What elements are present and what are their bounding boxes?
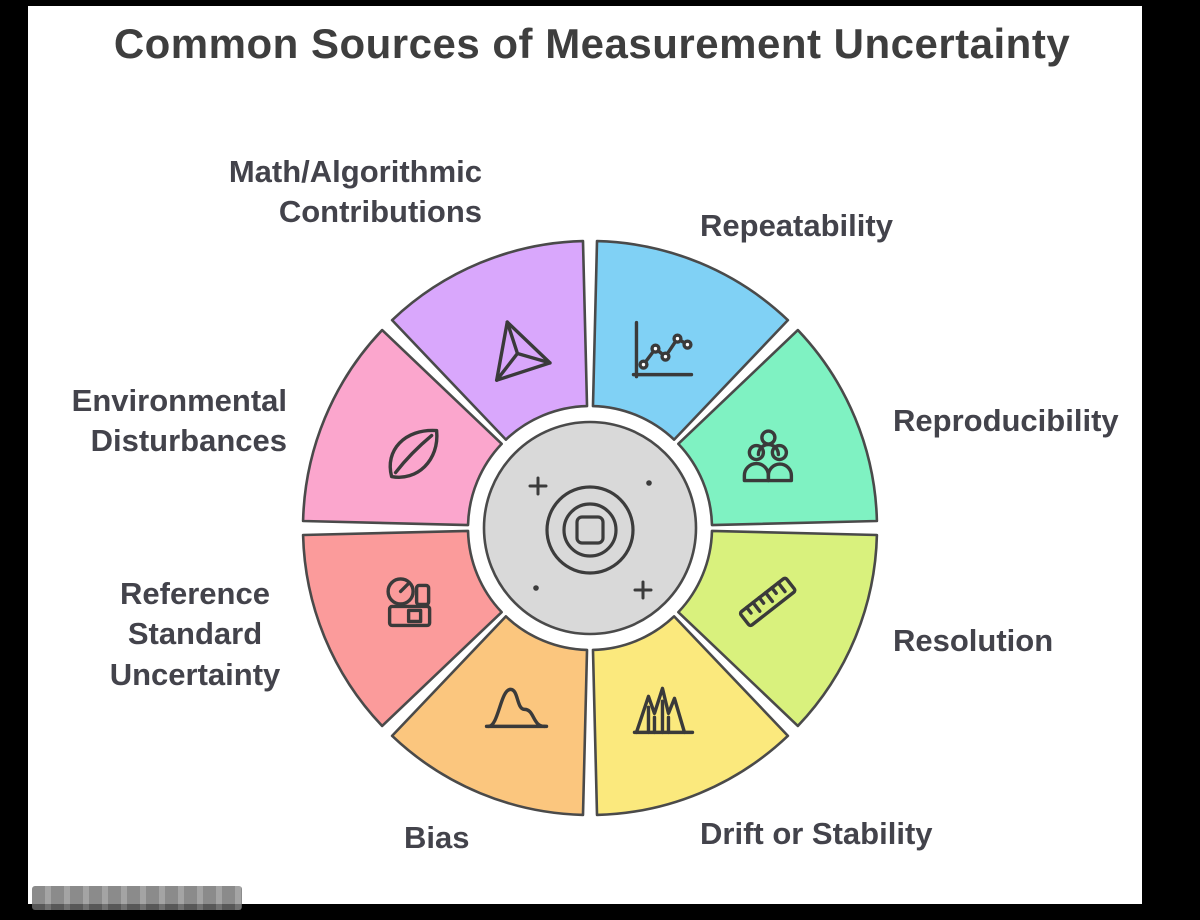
segment-label-drift-or-stability: Drift or Stability [700, 816, 933, 851]
plus-mark [528, 476, 548, 496]
page-title: Common Sources of Measurement Uncertaint… [113, 20, 1071, 67]
watermark-logo [32, 886, 242, 910]
segment-label-repeatability: Repeatability [700, 208, 893, 243]
wheel-hub [482, 420, 698, 636]
segment-label-reproducibility: Reproducibility [893, 403, 1119, 438]
wheel-segment-2 [677, 328, 879, 527]
segment-label-reference-standard-uncertainty: Reference Standard Uncertainty [109, 576, 281, 692]
wheel-segment-1 [591, 239, 790, 441]
wheel-segment-7 [301, 328, 503, 527]
hub-decorative-marks [528, 476, 653, 600]
segment-label-resolution: Resolution [893, 623, 1054, 658]
wheel-segment-5 [390, 615, 589, 817]
target-concentric-icon [545, 485, 635, 575]
wheel-segment-3 [677, 529, 879, 728]
wheel-segment-0 [390, 239, 589, 441]
dot-mark [646, 480, 652, 486]
wheel-segments [301, 239, 879, 817]
segment-label-bias: Bias [404, 820, 470, 855]
segment-label-environmental-disturbances: Environmental Disturbances [71, 383, 287, 459]
segment-label-math-algorithmic-contributions: Math/Algorithmic Contributions [228, 154, 482, 230]
wheel-segment-6 [301, 529, 503, 728]
plus-mark [633, 580, 653, 600]
dot-mark [533, 585, 539, 591]
wheel-segment-4 [591, 615, 790, 817]
